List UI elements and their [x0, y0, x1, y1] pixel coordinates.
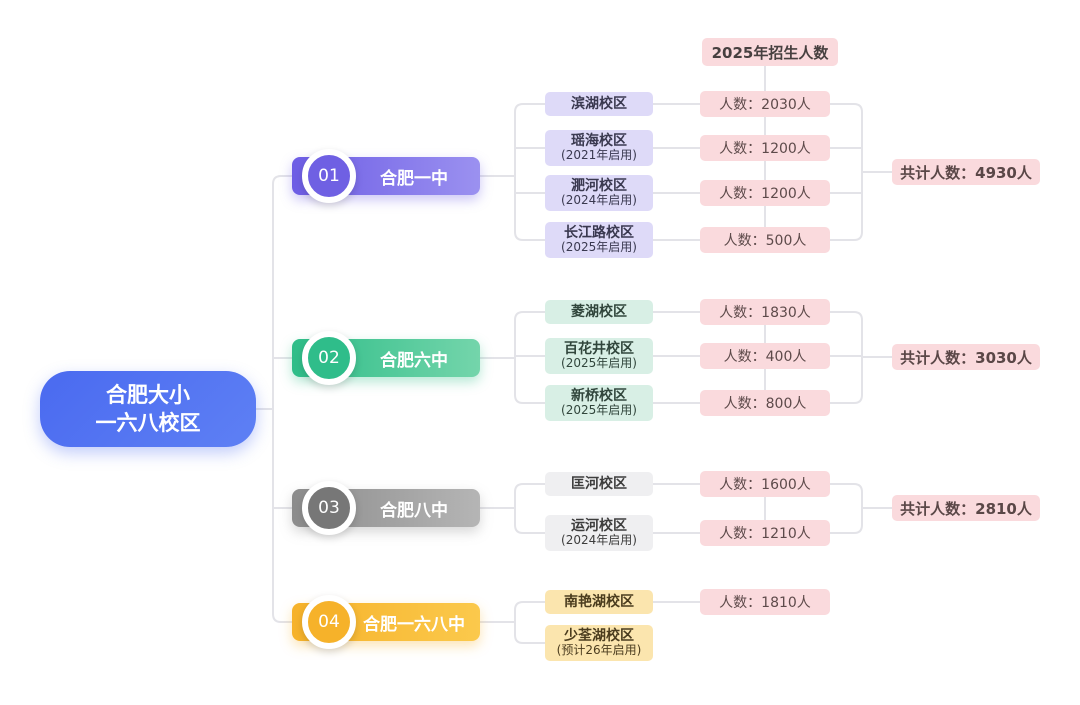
- branch-01-badge: 01: [302, 149, 356, 203]
- campus-name: 菱湖校区: [571, 303, 627, 320]
- root-title-line2: 一六八校区: [95, 411, 201, 435]
- campus-node-linghu: 菱湖校区: [545, 300, 653, 324]
- count-box-binhu: 人数：2030人: [700, 91, 830, 117]
- count-box-xinqiao: 人数：800人: [700, 390, 830, 416]
- campus-note: (2025年启用): [561, 403, 637, 418]
- count-box-yunhe: 人数：1210人: [700, 520, 830, 546]
- column-header-2025-enrollment: 2025年招生人数: [702, 38, 838, 66]
- branch-node-02: 02 合肥六中: [292, 331, 480, 385]
- campus-name: 少荃湖校区: [564, 628, 634, 645]
- campus-note: (2025年启用): [561, 240, 637, 255]
- campus-note: (2024年启用): [561, 193, 637, 208]
- branch-node-04: 04 合肥一六八中: [292, 595, 480, 649]
- campus-node-xinqiao: 新桥校区 (2025年启用): [545, 385, 653, 421]
- campus-node-baihuajing: 百花井校区 (2025年启用): [545, 338, 653, 374]
- branch-02-badge: 02: [302, 331, 356, 385]
- campus-name: 淝河校区: [571, 178, 627, 195]
- branch-node-01: 01 合肥一中: [292, 149, 480, 203]
- campus-note: (2021年启用): [561, 148, 637, 163]
- campus-name: 滨湖校区: [571, 95, 627, 112]
- campus-name: 瑶海校区: [571, 133, 627, 150]
- campus-node-nanyanhu: 南艳湖校区: [545, 590, 653, 614]
- campus-note: (2025年启用): [561, 356, 637, 371]
- campus-name: 长江路校区: [564, 225, 634, 242]
- branch-03-badge: 03: [302, 481, 356, 535]
- branch-02-name: 合肥六中: [380, 350, 448, 371]
- count-box-baihuajing: 人数：400人: [700, 343, 830, 369]
- count-box-yaohai: 人数：1200人: [700, 135, 830, 161]
- branch-03-number: 03: [318, 498, 340, 518]
- campus-node-binhu: 滨湖校区: [545, 92, 653, 116]
- total-box-03: 共计人数：2810人: [892, 495, 1040, 521]
- campus-node-kuanghe: 匡河校区: [545, 472, 653, 496]
- count-box-changjianglu: 人数：500人: [700, 227, 830, 253]
- campus-node-shaoquanhu: 少荃湖校区 (预计26年启用): [545, 625, 653, 661]
- campus-note: (2024年启用): [561, 533, 637, 548]
- branch-03-name: 合肥八中: [380, 500, 448, 521]
- count-box-kuanghe: 人数：1600人: [700, 471, 830, 497]
- branch-04-badge: 04: [302, 595, 356, 649]
- campus-name: 运河校区: [571, 518, 627, 535]
- branch-04-number: 04: [318, 612, 340, 632]
- campus-name: 匡河校区: [571, 475, 627, 492]
- campus-name: 百花井校区: [564, 341, 634, 358]
- branch-01-number: 01: [318, 166, 340, 186]
- total-box-01: 共计人数：4930人: [892, 159, 1040, 185]
- campus-node-yunhe: 运河校区 (2024年启用): [545, 515, 653, 551]
- count-box-feihe: 人数：1200人: [700, 180, 830, 206]
- branch-04-name: 合肥一六八中: [363, 614, 465, 635]
- count-box-nanyanhu: 人数：1810人: [700, 589, 830, 615]
- campus-name: 新桥校区: [571, 388, 627, 405]
- root-title-line1: 合肥大小: [106, 382, 190, 407]
- campus-node-changjianglu: 长江路校区 (2025年启用): [545, 222, 653, 258]
- campus-node-yaohai: 瑶海校区 (2021年启用): [545, 130, 653, 166]
- branch-02-number: 02: [318, 348, 340, 368]
- campus-note: (预计26年启用): [556, 643, 642, 658]
- branch-node-03: 03 合肥八中: [292, 481, 480, 535]
- count-box-linghu: 人数：1830人: [700, 299, 830, 325]
- branch-01-name: 合肥一中: [380, 168, 448, 189]
- total-box-02: 共计人数：3030人: [892, 344, 1040, 370]
- root-node: 合肥大小 一六八校区: [40, 371, 256, 447]
- campus-node-feihe: 淝河校区 (2024年启用): [545, 175, 653, 211]
- campus-name: 南艳湖校区: [564, 593, 634, 610]
